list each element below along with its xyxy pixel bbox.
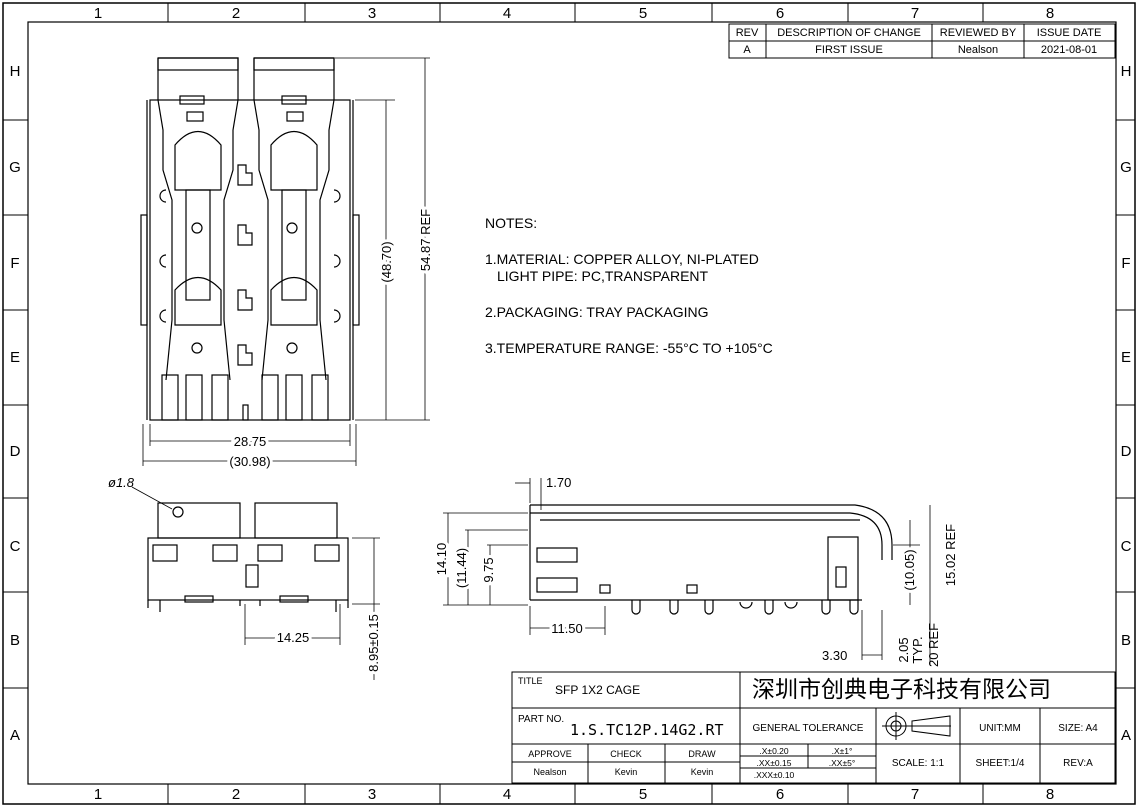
row-label-a: A bbox=[10, 727, 20, 744]
dim-side-205: 2.05 bbox=[896, 637, 911, 662]
col-label-4: 4 bbox=[503, 5, 511, 22]
col-label-2b: 2 bbox=[232, 786, 240, 803]
col-label-1: 1 bbox=[94, 5, 102, 22]
dim-side-1410: 14.10 bbox=[434, 543, 449, 576]
rev-cell-rev: A bbox=[743, 44, 751, 56]
row-label-b: B bbox=[10, 632, 20, 649]
col-label-5: 5 bbox=[639, 5, 647, 22]
tolerance-2: .XX±0.15 bbox=[757, 758, 792, 768]
col-label-2: 2 bbox=[232, 5, 240, 22]
top-view bbox=[140, 57, 360, 421]
col-label-8: 8 bbox=[1046, 5, 1054, 22]
dim-side-170: 1.70 bbox=[546, 475, 571, 490]
dim-front-w: 14.25 bbox=[277, 630, 310, 645]
col-label-6: 6 bbox=[776, 5, 784, 22]
dim-top-h2: 54.87 REF bbox=[418, 209, 433, 271]
rev-header-date: ISSUE DATE bbox=[1037, 27, 1102, 39]
sheet-label: SHEET:1/4 bbox=[976, 758, 1025, 769]
front-view bbox=[147, 502, 349, 612]
rev-header-reviewed: REVIEWED BY bbox=[940, 27, 1017, 39]
dim-side-1150: 11.50 bbox=[551, 621, 583, 636]
scale-label: SCALE: 1:1 bbox=[892, 758, 945, 769]
check-label: CHECK bbox=[610, 749, 642, 759]
notes-line-1: 1.MATERIAL: COPPER ALLOY, NI-PLATED bbox=[485, 251, 759, 267]
approve-label: APPROVE bbox=[528, 749, 572, 759]
row-label-g-r: G bbox=[1120, 159, 1132, 176]
dim-side-1502: 15.02 REF bbox=[943, 524, 958, 586]
drawing-title: SFP 1X2 CAGE bbox=[555, 683, 640, 697]
unit-label: UNIT:MM bbox=[979, 723, 1021, 734]
row-label-h: H bbox=[10, 63, 21, 80]
dim-side-330: 3.30 bbox=[822, 648, 847, 663]
rev-header-desc: DESCRIPTION OF CHANGE bbox=[777, 27, 921, 39]
row-label-e-r: E bbox=[1121, 349, 1131, 366]
row-label-h-r: H bbox=[1121, 63, 1132, 80]
tolerance-1: .X±0.20 bbox=[759, 746, 789, 756]
dim-top-w1: 28.75 bbox=[234, 434, 267, 449]
row-label-g: G bbox=[9, 159, 21, 176]
side-view bbox=[529, 504, 893, 615]
title-block bbox=[511, 671, 1116, 784]
rev-label: REV:A bbox=[1063, 758, 1093, 769]
title-label: TITLE bbox=[518, 676, 543, 686]
row-label-e: E bbox=[10, 349, 20, 366]
dim-side-1144: (11.44) bbox=[454, 548, 469, 588]
row-label-f-r: F bbox=[1121, 255, 1130, 272]
row-label-d: D bbox=[10, 443, 21, 460]
draw-name: Kevin bbox=[691, 767, 714, 777]
company-name: 深圳市创典电子科技有限公司 bbox=[752, 677, 1051, 703]
col-label-3b: 3 bbox=[368, 786, 376, 803]
row-label-d-r: D bbox=[1121, 443, 1132, 460]
row-label-c: C bbox=[10, 538, 21, 555]
angle-tolerance-2: .XX±5° bbox=[829, 758, 856, 768]
rev-cell-reviewed: Nealson bbox=[958, 44, 998, 56]
angle-tolerance-1: .X±1° bbox=[832, 746, 853, 756]
dim-top-w2: (30.98) bbox=[229, 454, 270, 469]
notes-line-2: LIGHT PIPE: PC,TRANSPARENT bbox=[497, 268, 709, 284]
revision-table bbox=[728, 23, 1116, 59]
row-label-b-r: B bbox=[1121, 632, 1131, 649]
dim-side-1005: (10.05) bbox=[902, 549, 917, 590]
general-tolerance: GENERAL TOLERANCE bbox=[753, 723, 864, 734]
draw-label: DRAW bbox=[688, 749, 716, 759]
dim-front-h: 8.95±0.15 bbox=[366, 614, 381, 672]
col-label-6b: 6 bbox=[776, 786, 784, 803]
row-label-c-r: C bbox=[1121, 538, 1132, 555]
notes-line-4: 3.TEMPERATURE RANGE: -55°C TO +105°C bbox=[485, 340, 773, 356]
part-no-label: PART NO. bbox=[518, 714, 564, 725]
dim-top-h1: (48.70) bbox=[379, 241, 394, 282]
notes-heading: NOTES: bbox=[485, 215, 537, 231]
dim-side-975: 9.75 bbox=[481, 557, 496, 582]
row-label-f: F bbox=[10, 255, 19, 272]
col-label-8b: 8 bbox=[1046, 786, 1054, 803]
col-label-4b: 4 bbox=[503, 786, 511, 803]
rev-header-rev: REV bbox=[736, 27, 759, 39]
col-label-7b: 7 bbox=[911, 786, 919, 803]
tolerance-3: .XXX±0.10 bbox=[754, 770, 795, 780]
dim-diameter: ø1.8 bbox=[108, 475, 135, 490]
row-label-a-r: A bbox=[1121, 727, 1131, 744]
col-label-3: 3 bbox=[368, 5, 376, 22]
check-name: Kevin bbox=[615, 767, 638, 777]
inner-frame bbox=[27, 21, 1117, 785]
projection-symbol-icon bbox=[882, 712, 951, 740]
col-label-5b: 5 bbox=[639, 786, 647, 803]
approve-name: Nealson bbox=[533, 767, 566, 777]
notes-line-3: 2.PACKAGING: TRAY PACKAGING bbox=[485, 304, 709, 320]
rev-cell-desc: FIRST ISSUE bbox=[815, 44, 883, 56]
col-label-7: 7 bbox=[911, 5, 919, 22]
dim-side-20ref: 20 REF bbox=[926, 623, 941, 667]
col-label-1b: 1 bbox=[94, 786, 102, 803]
part-number: 1.S.TC12P.14G2.RT bbox=[570, 721, 724, 739]
size-label: SIZE: A4 bbox=[1058, 723, 1098, 734]
dim-side-typ: TYP. bbox=[910, 636, 925, 663]
rev-cell-date: 2021-08-01 bbox=[1041, 44, 1097, 56]
